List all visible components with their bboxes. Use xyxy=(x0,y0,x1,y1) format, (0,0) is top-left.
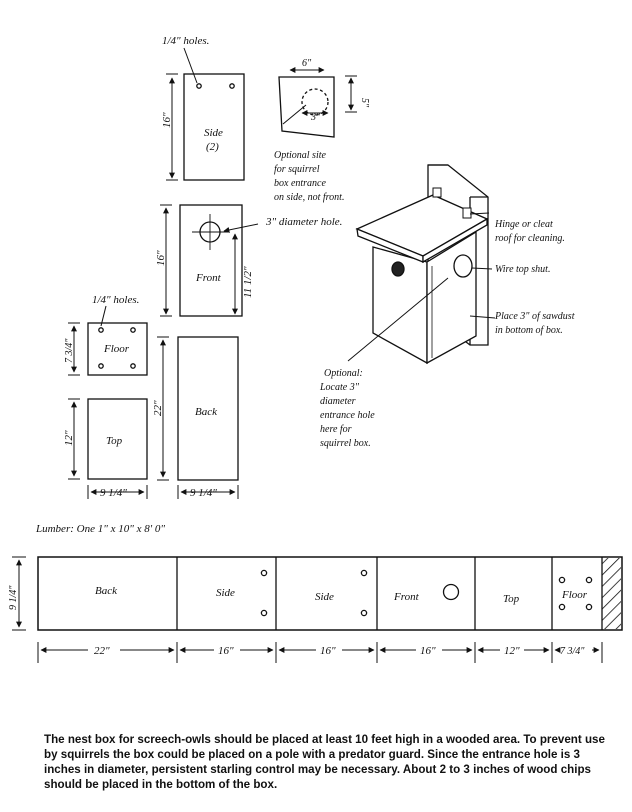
side-hole xyxy=(196,83,202,89)
squirrel-side-option xyxy=(278,67,357,138)
squirrel-note-line: on side, not front. xyxy=(274,192,344,203)
squirrel-note-line: Optional site xyxy=(274,150,327,161)
front-piece xyxy=(160,204,259,317)
sawdust-callout: Place 3" of sawdust xyxy=(494,311,575,322)
board-title: Lumber: One 1" x 10" x 8' 0" xyxy=(35,523,165,535)
optional-callout: squirrel box. xyxy=(320,438,371,449)
floor-holes-label: 1/4" holes. xyxy=(92,294,139,306)
side-name-label: Side xyxy=(204,127,223,139)
side-hole xyxy=(229,83,235,89)
board-segment-label: Side xyxy=(216,587,235,599)
lumber-board xyxy=(37,556,623,631)
back-width-label: 9 1/4" xyxy=(190,487,217,499)
top-height-label: 12" xyxy=(63,430,75,446)
board-segment-length: 12" xyxy=(504,645,520,657)
board-segment-label: Front xyxy=(393,591,420,603)
back-piece xyxy=(157,336,239,499)
board-segment-label: Floor xyxy=(561,589,588,601)
board-segment-length: 16" xyxy=(320,645,336,657)
hinge-callout: Hinge or cleat xyxy=(494,219,553,230)
assembled-box xyxy=(355,164,489,365)
optional-callout: Locate 3" xyxy=(319,382,360,393)
board-segment-label: Back xyxy=(95,585,118,597)
squirrel-dim-hole: 3" xyxy=(310,112,321,123)
front-height-label: 16" xyxy=(155,250,167,266)
optional-callout: diameter xyxy=(320,396,356,407)
side-height-label: 16" xyxy=(161,112,173,128)
squirrel-dim-right: 5" xyxy=(359,98,370,108)
optional-callout: Optional: xyxy=(324,368,363,379)
front-hole-height-label: 11 1/2" xyxy=(242,266,254,298)
board-width-dimension xyxy=(12,556,26,631)
wire-callout: Wire top shut. xyxy=(495,264,550,275)
back-height-label: 22" xyxy=(152,400,164,416)
board-segment-label: Top xyxy=(503,593,520,605)
optional-callout: here for xyxy=(320,424,352,435)
floor-height-label: 7 3/4" xyxy=(64,338,75,363)
floor-piece xyxy=(68,322,148,376)
board-segment-label: Side xyxy=(315,591,334,603)
board-segment-length: 22" xyxy=(94,645,110,657)
side-holes-label: 1/4" holes. xyxy=(162,35,209,47)
front-hole-note: 3" diameter hole. xyxy=(265,216,342,228)
top-piece xyxy=(68,398,148,499)
side-piece xyxy=(166,73,245,181)
squirrel-note-line: for squirrel xyxy=(274,164,320,175)
squirrel-dim-top: 6" xyxy=(302,58,312,69)
back-name-label: Back xyxy=(195,406,218,418)
board-segment-length: 16" xyxy=(420,645,436,657)
side-count-label: (2) xyxy=(206,141,219,153)
board-length-dimensions xyxy=(37,642,603,663)
board-segment-length: 7 3/4" xyxy=(560,646,585,657)
top-name-label: Top xyxy=(106,435,123,447)
floor-name-label: Floor xyxy=(103,343,130,355)
nest-box-caption: The nest box for screech-owls should be … xyxy=(44,733,605,791)
sawdust-callout: in bottom of box. xyxy=(495,325,563,336)
front-name-label: Front xyxy=(195,272,222,284)
hinge-callout: roof for cleaning. xyxy=(495,233,565,244)
board-segment-length: 16" xyxy=(218,645,234,657)
optional-callout: entrance hole xyxy=(320,410,375,421)
squirrel-note-line: box entrance xyxy=(274,178,326,189)
top-width-label: 9 1/4" xyxy=(100,487,127,499)
board-width-label: 9 1/4" xyxy=(8,585,19,610)
